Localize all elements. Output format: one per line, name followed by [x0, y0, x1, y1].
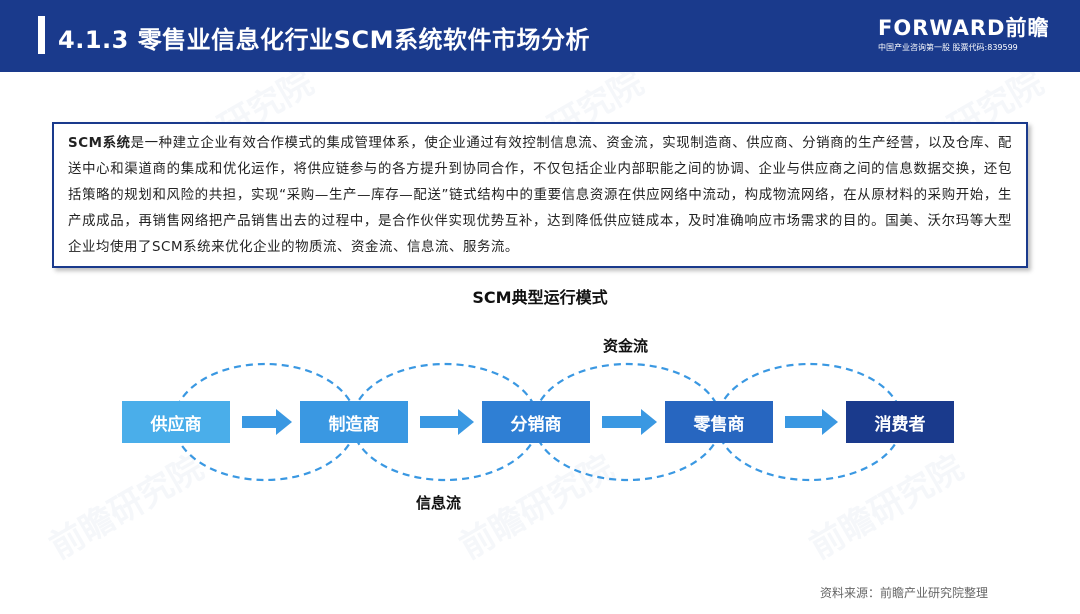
logo-wordmark: FORWARD前瞻 [878, 16, 1050, 40]
flow-arrow-shaft [242, 416, 278, 428]
flow-arrow-head [276, 409, 292, 435]
node-distributor: 分销商 [482, 401, 590, 443]
flow-arrow-head [458, 409, 474, 435]
source-note: 资料来源：前瞻产业研究院整理 [820, 586, 989, 600]
flow-arrow-head [641, 409, 657, 435]
title-accent-bar [38, 16, 45, 54]
forward-logo: FORWARD前瞻 中国产业咨询第一股 股票代码:839599 [878, 16, 1048, 54]
description-box: SCM系统是一种建立企业有效合作模式的集成管理体系，使企业通过有效控制信息流、资… [52, 122, 1028, 268]
node-consumer: 消费者 [846, 401, 954, 443]
node-retailer: 零售商 [665, 401, 773, 443]
diagram-title: SCM典型运行模式 [472, 288, 608, 307]
capital-flow-label: 资金流 [603, 337, 649, 355]
description-term: SCM系统 [68, 136, 131, 151]
logo-tagline: 中国产业咨询第一股 股票代码:839599 [878, 43, 1018, 52]
flow-arrow-head [822, 409, 838, 435]
page-title: 4.1.3 零售业信息化行业SCM系统软件市场分析 [58, 26, 590, 54]
flow-arrow-shaft [785, 416, 824, 428]
description-text: 是一种建立企业有效合作模式的集成管理体系，使企业通过有效控制信息流、资金流，实现… [68, 136, 1013, 255]
node-supplier: 供应商 [122, 401, 230, 443]
flow-arrow-shaft [602, 416, 643, 428]
flow-arrow-shaft [420, 416, 460, 428]
node-manufacturer: 制造商 [300, 401, 408, 443]
header: 4.1.3 零售业信息化行业SCM系统软件市场分析 FORWARD前瞻 中国产业… [0, 0, 1080, 72]
information-flow-label: 信息流 [416, 494, 462, 512]
